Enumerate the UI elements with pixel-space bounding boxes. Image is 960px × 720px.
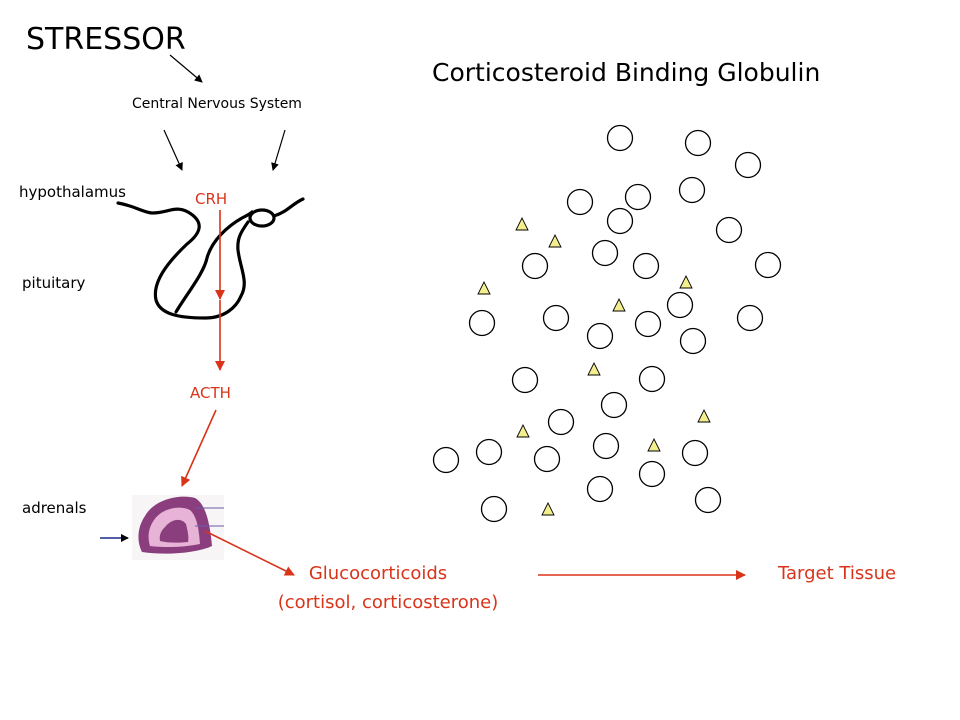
cortisol-triangle: [548, 233, 562, 248]
cbg-circle: [600, 391, 628, 419]
cns-arrow-right: [271, 129, 286, 171]
cbg-circle: [468, 309, 496, 337]
cbg-circle: [606, 124, 634, 152]
cbg-circle: [533, 445, 561, 473]
cortisol-triangle: [697, 408, 711, 423]
cbg-circle: [591, 239, 619, 267]
adrenal-gland-image: [100, 495, 224, 560]
cbg-circle: [432, 446, 460, 474]
cbg-circle: [624, 183, 652, 211]
cbg-circle: [586, 475, 614, 503]
brain-outline: [116, 197, 305, 320]
cbg-circle: [475, 438, 503, 466]
glucocorticoids-label: Glucocorticoids: [308, 563, 448, 584]
cbg-circle: [511, 366, 539, 394]
cbg-circle: [694, 486, 722, 514]
stressor-label: STRESSOR: [26, 22, 186, 57]
cortisol-triangle: [516, 423, 530, 438]
cbg-circle: [638, 365, 666, 393]
cns-arrow-left: [163, 129, 183, 171]
cbg-circle: [681, 439, 709, 467]
crh-label: CRH: [195, 190, 228, 208]
cortisol-triangle: [612, 297, 626, 312]
cbg-circle: [678, 176, 706, 204]
cbg-circle: [586, 322, 614, 350]
cbg-circle: [592, 432, 620, 460]
target-tissue-label: Target Tissue: [778, 563, 897, 584]
acth-arrow: [181, 409, 217, 487]
cbg-circle: [606, 207, 634, 235]
pituitary-label: pituitary: [22, 274, 86, 292]
cbg-circle: [547, 408, 575, 436]
stressor-arrow: [169, 54, 203, 83]
adrenal-to-glucocorticoid-arrow: [204, 530, 295, 576]
adrenals-label: adrenals: [22, 499, 87, 517]
cortisol-triangle: [477, 280, 491, 295]
cbg-circle: [715, 216, 743, 244]
glucocorticoids-examples-label: (cortisol, corticosterone): [277, 592, 499, 613]
cbg-circle: [684, 129, 712, 157]
cbg-circle: [736, 304, 764, 332]
cbg-circle: [754, 251, 782, 279]
cbg-molecules: [432, 124, 782, 523]
cortisol-triangle: [647, 437, 661, 452]
cbg-circle: [566, 188, 594, 216]
cortisol-triangle: [679, 274, 693, 289]
cbg-circle: [480, 495, 508, 523]
cbg-circle: [542, 304, 570, 332]
cortisol-triangle: [515, 216, 529, 231]
cns-label: Central Nervous System: [132, 96, 302, 112]
cortisol-triangle: [541, 501, 555, 516]
cbg-circle: [521, 252, 549, 280]
cbg-circle: [734, 151, 762, 179]
cbg-circle: [666, 291, 694, 319]
cbg-circle: [679, 327, 707, 355]
cortisol-molecules: [477, 216, 711, 516]
cbg-title: Corticosteroid Binding Globulin: [432, 58, 821, 87]
cbg-circle: [638, 460, 666, 488]
hypothalamus-label: hypothalamus: [19, 183, 126, 201]
cortisol-triangle: [587, 361, 601, 376]
acth-label: ACTH: [190, 384, 231, 402]
cbg-circle: [634, 310, 662, 338]
cbg-circle: [632, 252, 660, 280]
